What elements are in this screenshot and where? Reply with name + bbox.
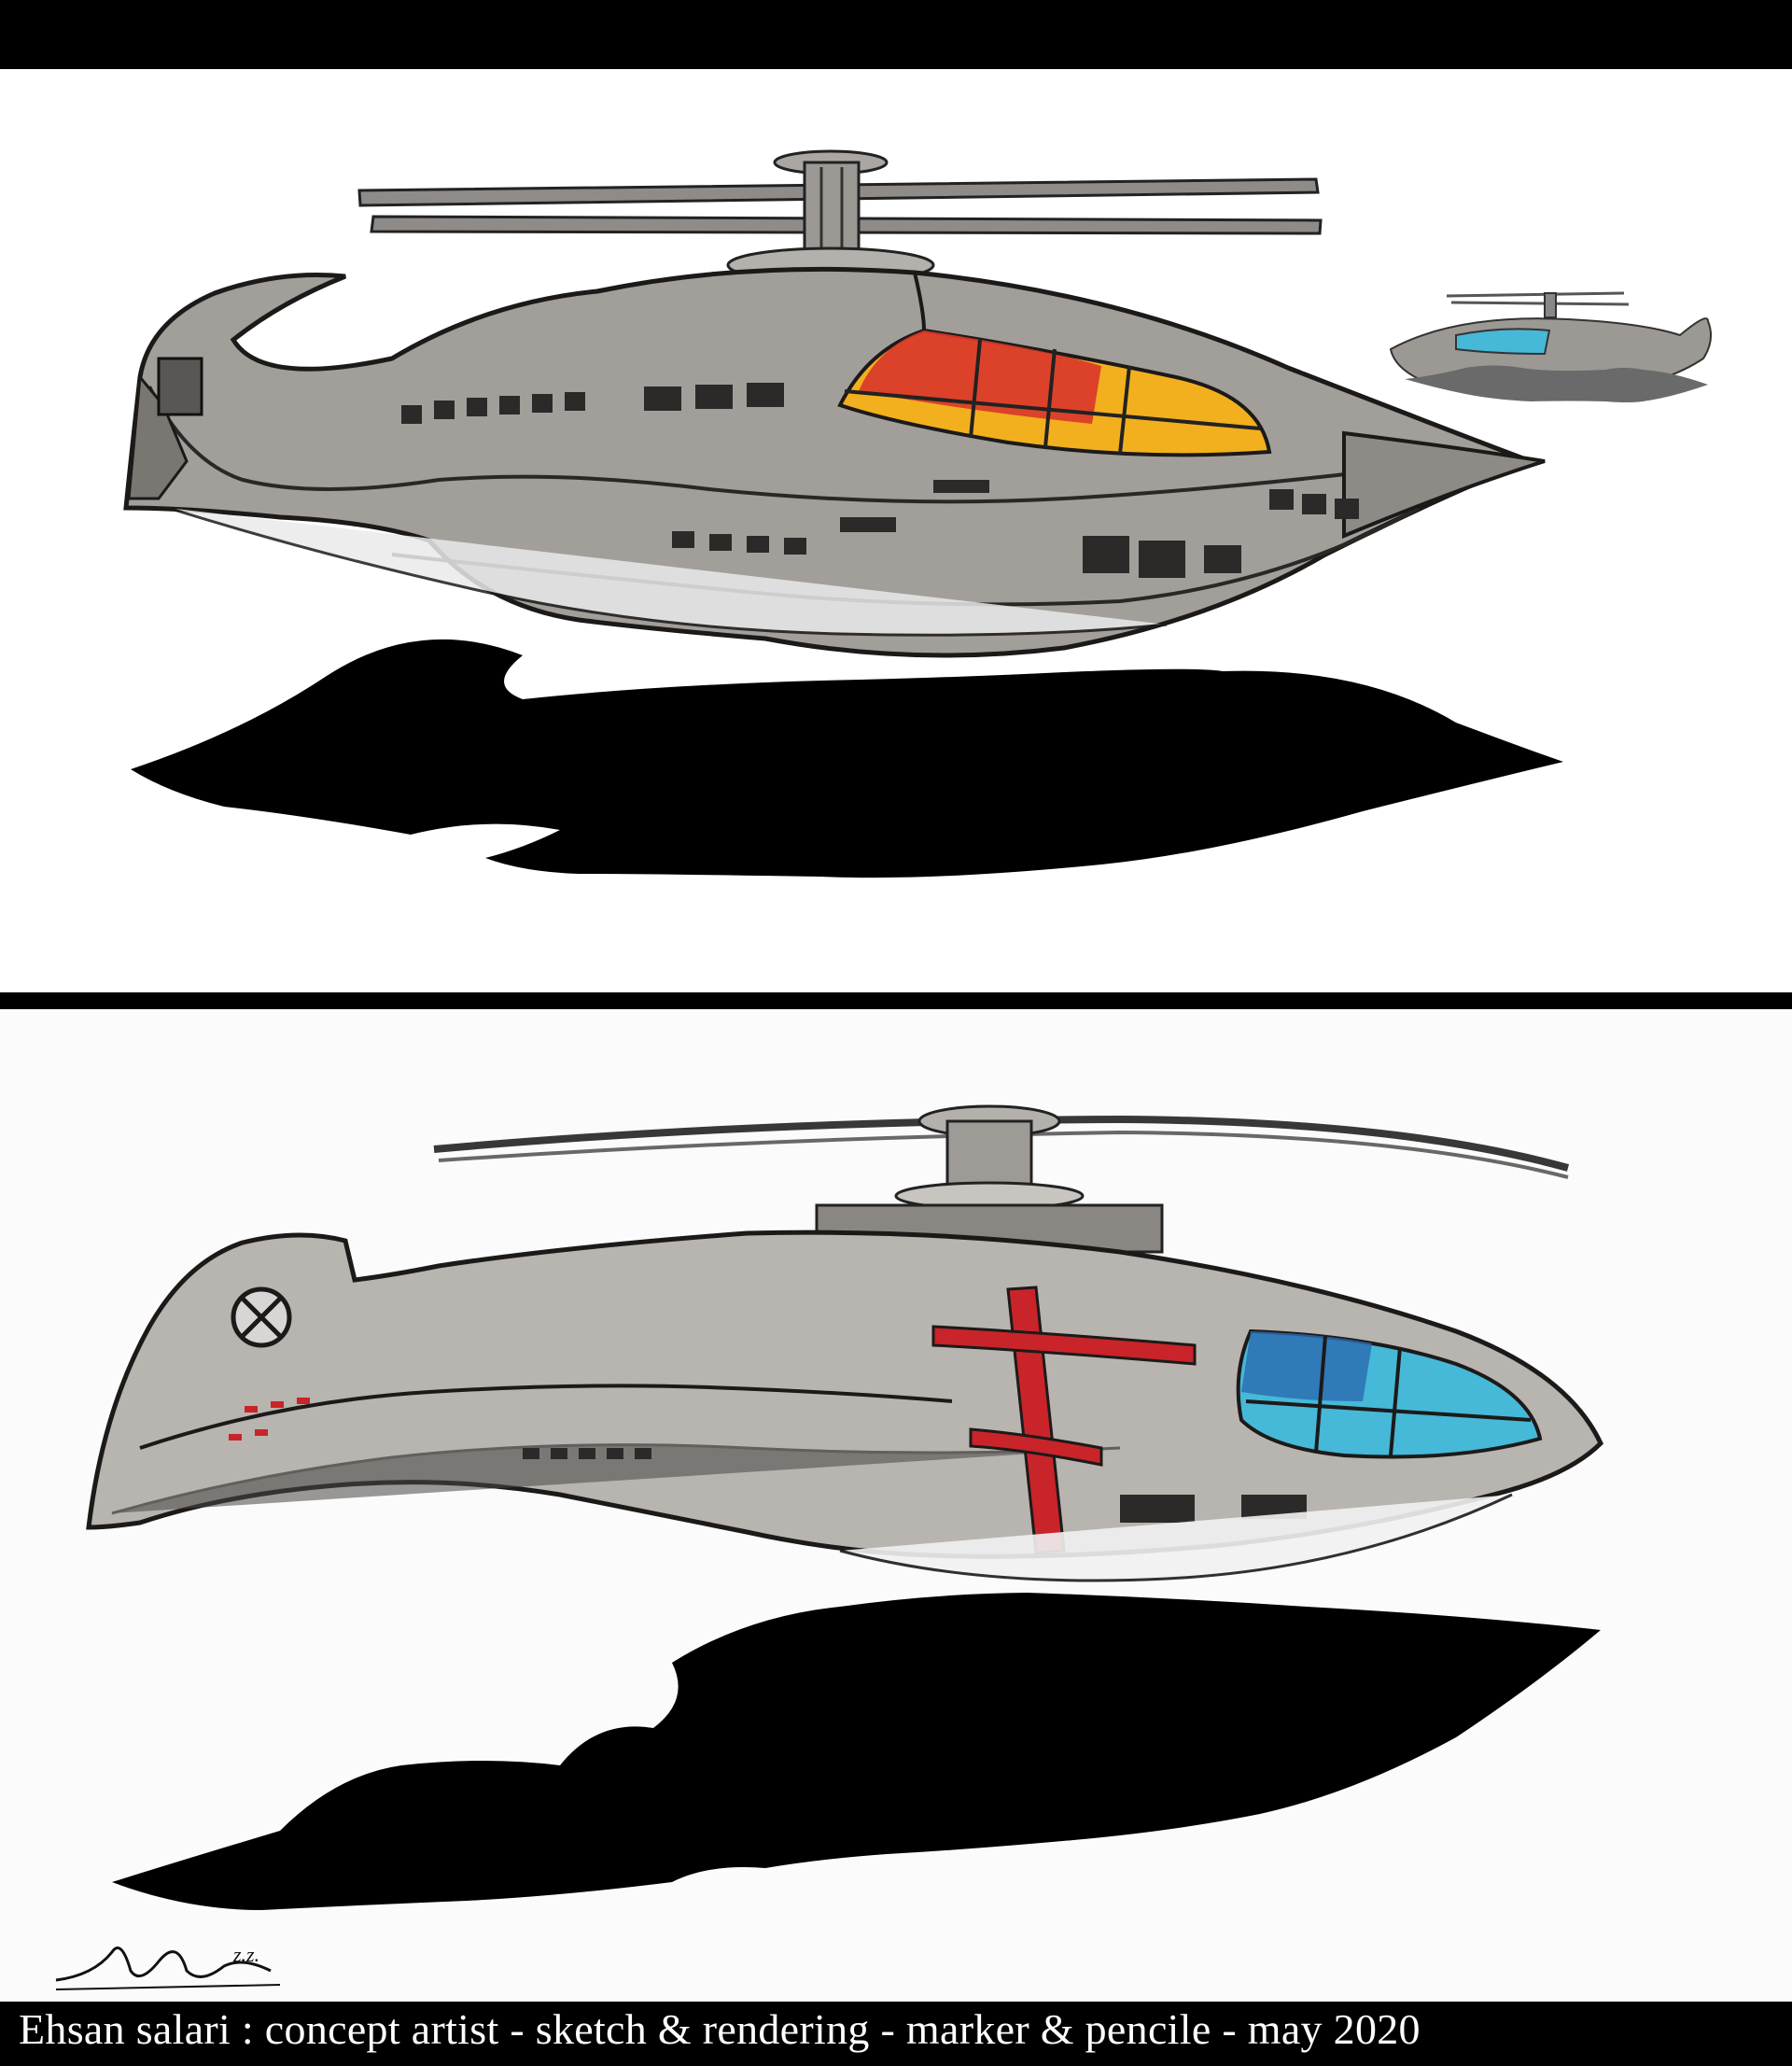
bottom-sketch-panel: z.z. <box>0 1009 1792 2002</box>
airship-silhouette-small <box>1405 365 1708 402</box>
top-frame-bar <box>0 0 1792 69</box>
rotor-blades-bottom <box>433 1104 1570 1254</box>
artist-signature <box>55 1947 281 1990</box>
airship-hull-top <box>123 266 1546 658</box>
top-sketch-panel <box>0 69 1792 992</box>
caption-bar <box>0 2002 1792 2066</box>
panel-divider <box>0 992 1792 1009</box>
caption-text: Ehsan salari : concept artist - sketch &… <box>19 2005 1421 2053</box>
airship-hull-bottom <box>86 1230 1604 1582</box>
airship-silhouette-bottom <box>112 1593 1601 1910</box>
bottom-artwork <box>55 1104 1604 1990</box>
airship-silhouette-large <box>131 639 1563 878</box>
top-artwork <box>123 149 1713 878</box>
rotor-blades-top <box>357 149 1323 284</box>
signature-mark-text: z.z. <box>233 1943 260 1966</box>
